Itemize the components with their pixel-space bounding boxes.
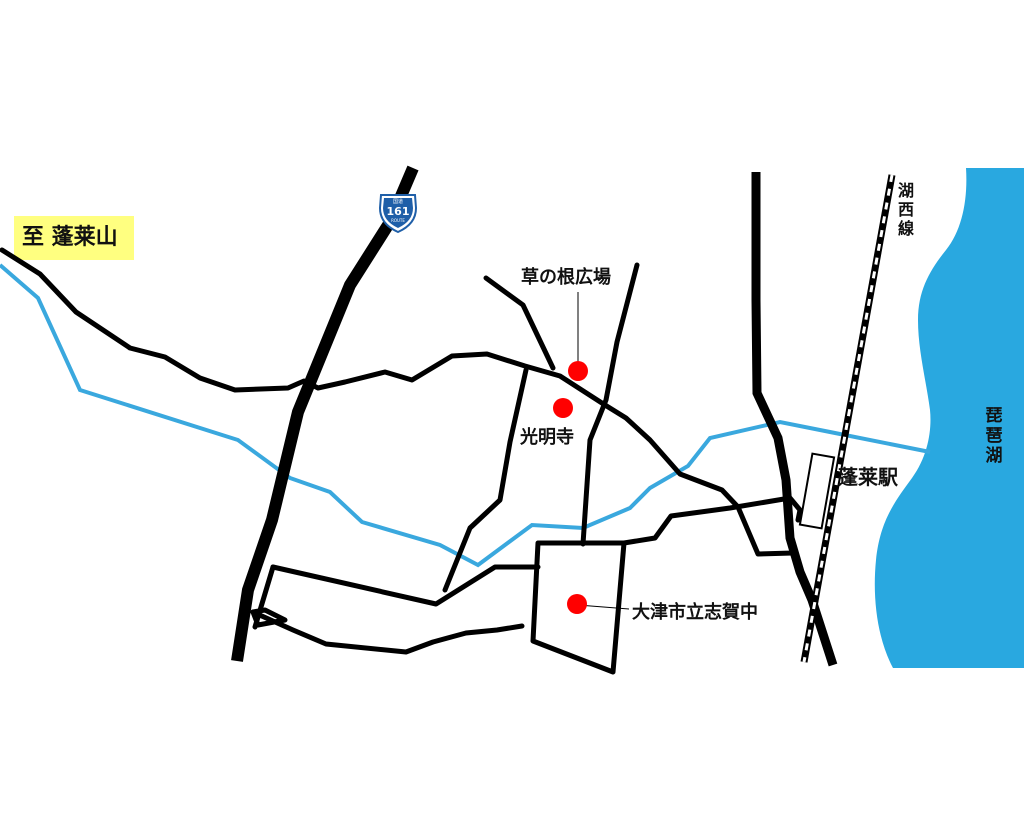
lake-biwa [874, 168, 1024, 668]
route-shield-bottom-text: ROUTE [391, 218, 405, 223]
destination-highlight [14, 216, 134, 260]
komyoji-label: 光明寺 [519, 426, 574, 448]
station-road [751, 172, 838, 667]
route-shield-top-text: 国道 [393, 198, 403, 205]
lake-label-char-3: 湖 [986, 446, 1003, 466]
kusanone-marker[interactable] [568, 361, 588, 381]
route-161-shield: 国道 161 ROUTE [378, 194, 418, 234]
river [0, 263, 931, 568]
destination-label: 至 蓬莱山 [22, 225, 118, 250]
kosei-railway [800, 174, 896, 663]
station-label: 蓬莱駅 [838, 465, 898, 489]
lake-label-char-2: 琶 [986, 426, 1003, 446]
kusanone-label: 草の根広場 [521, 266, 611, 288]
railway-label-char-3: 線 [898, 219, 914, 238]
local-roads [0, 247, 803, 675]
school-label: 大津市立志賀中 [632, 601, 758, 623]
route-161-road [231, 165, 419, 662]
lake-label-char-1: 琵 [986, 406, 1003, 426]
horai-station-platform [798, 452, 836, 530]
school-marker[interactable] [567, 594, 587, 614]
railway-label-char-2: 西 [898, 200, 914, 219]
komyoji-marker[interactable] [553, 398, 573, 418]
route-shield-number: 161 [387, 205, 410, 218]
railway-label-char-1: 湖 [898, 181, 914, 200]
